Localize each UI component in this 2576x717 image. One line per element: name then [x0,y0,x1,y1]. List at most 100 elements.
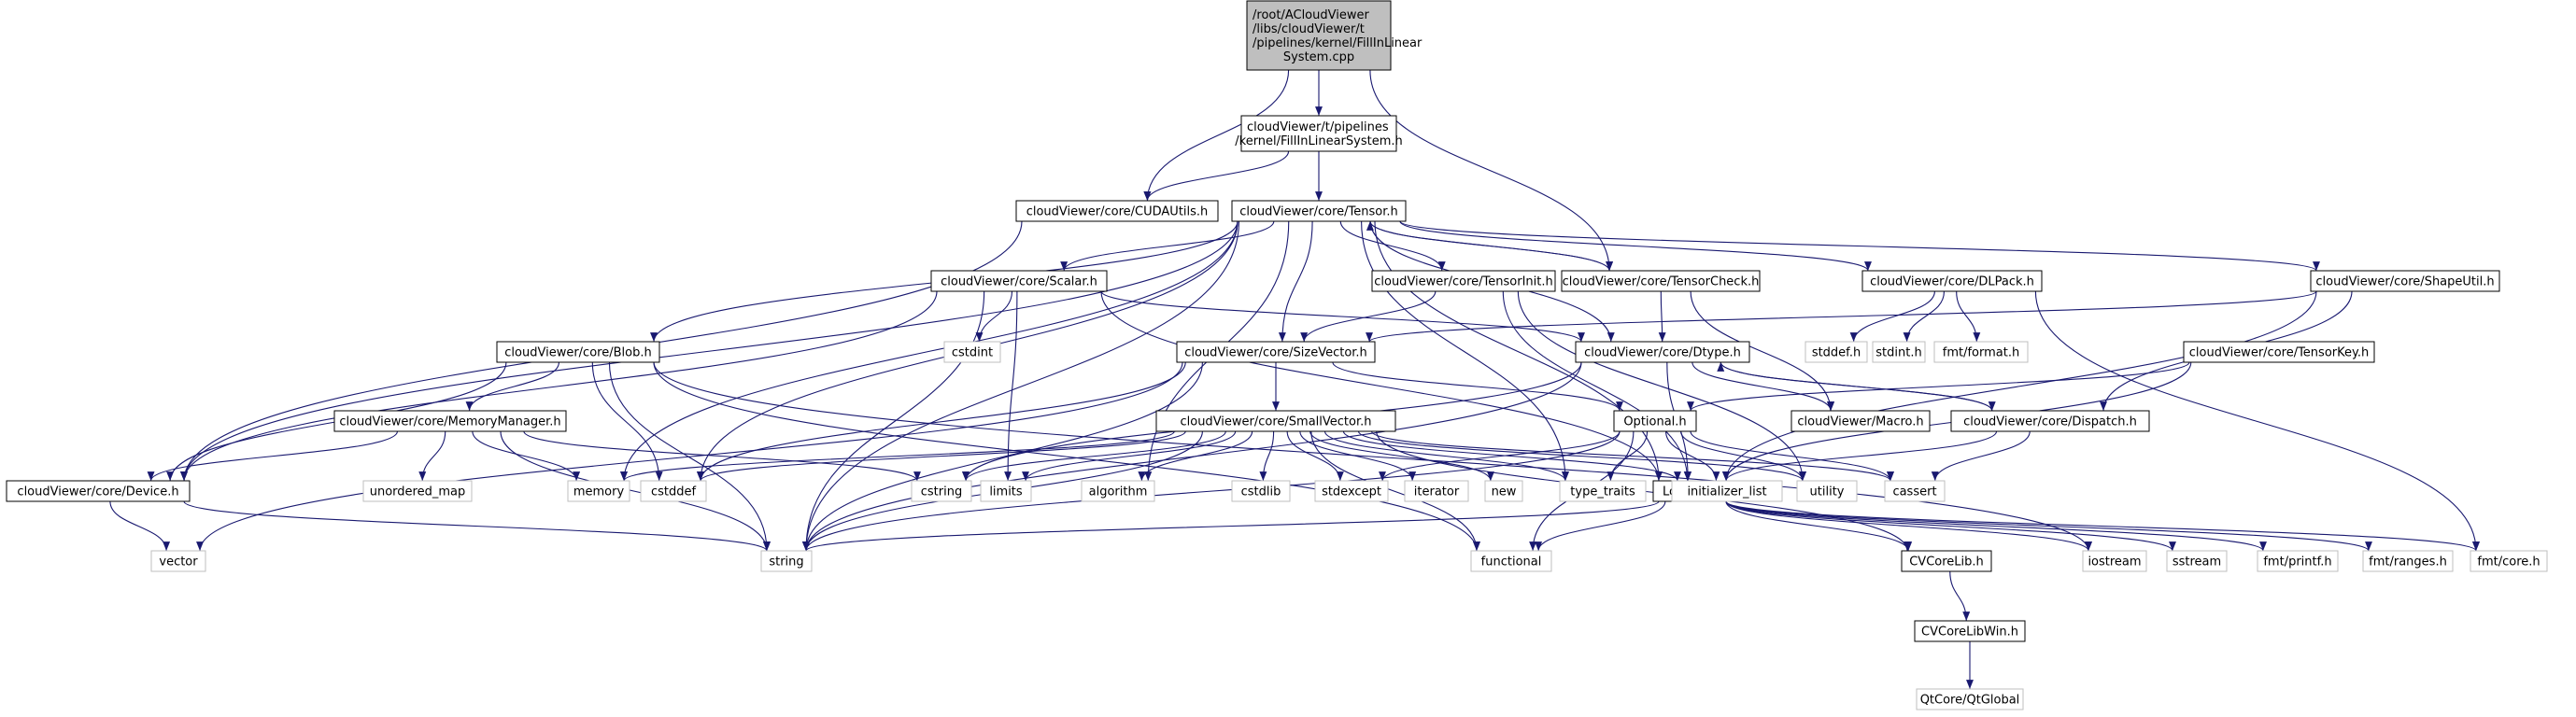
node-box [2082,550,2147,572]
node-cstdlib: cstdlib [1231,480,1291,502]
edge-memmgr-to-memory [472,430,581,482]
node-box [1790,410,1931,432]
node-label: fmt/format.h [1943,346,2019,360]
node-tensor[interactable]: cloudViewer/core/Tensor.h [1231,200,1407,222]
node-label: cloudViewer/Macro.h [1797,415,1923,429]
node-macro[interactable]: cloudViewer/Macro.h [1790,410,1931,432]
node-label: limits [989,485,1023,499]
edge-scalar-to-device [180,290,938,482]
node-stdexcept: stdexcept [1314,480,1389,502]
node-cuda[interactable]: cloudViewer/core/CUDAUtils.h [1015,200,1219,222]
edge-dlpack-to-fmtcore [2034,290,2480,552]
node-box [1916,688,2024,710]
node-box [2470,550,2548,572]
node-functional: functional [1470,550,1552,572]
edge-root-to-cuda [1143,69,1290,202]
node-box [1613,410,1697,432]
node-label: sstream [2173,555,2221,569]
edge-tensor-to-type_traits [1361,220,1569,482]
node-box [496,341,660,363]
node-device[interactable]: cloudViewer/core/Device.h [6,480,191,502]
edge-tensor-to-memory [620,220,1238,482]
node-unordered_map: unordered_map [362,480,473,502]
node-dtype[interactable]: cloudViewer/core/Dtype.h [1575,341,1750,363]
node-box [1861,270,2043,292]
node-scalar[interactable]: cloudViewer/core/Scalar.h [930,270,1108,292]
node-label: string [769,555,803,569]
node-vector: vector [150,550,206,572]
edge-smallvec-to-algorithm [1138,430,1253,482]
node-box [930,270,1108,292]
edge-smallvec-to-type_traits [1323,430,1569,482]
node-box [1671,480,1783,502]
edge-blob-to-memmgr [465,361,559,412]
node-sizevec[interactable]: cloudViewer/core/SizeVector.h [1176,341,1376,363]
edge-smallvec-to-utility [1357,430,1806,482]
node-box [1884,480,1946,502]
node-blob[interactable]: cloudViewer/core/Blob.h [496,341,660,363]
edge-tensor-to-shapeutil [1399,220,2320,272]
node-label: cloudViewer/t/pipelines [1247,120,1389,134]
node-sstream: sstream [2166,550,2228,572]
node-cstddef: cstddef [640,480,707,502]
node-label: cloudViewer/core/DLPack.h [1870,275,2034,289]
node-box [943,341,1001,363]
node-box [1933,341,2029,363]
edge-smallvec-to-cstddef [697,430,1186,482]
edge-dlpack-to-stdint [1903,290,1945,343]
node-label: functional [1481,555,1542,569]
edge-blob-to-functional [653,361,1480,552]
node-cvcorewin[interactable]: CVCoreLibWin.h [1914,620,2026,642]
node-box [760,550,813,572]
edge-tensor-to-scalar [1060,220,1275,272]
node-tkey[interactable]: cloudViewer/core/TensorKey.h [2183,341,2375,363]
node-tinit[interactable]: cloudViewer/core/TensorInit.h [1371,270,1556,292]
node-box [362,480,473,502]
edge-dlpack-to-fmtformat [1956,290,1981,343]
node-box [1404,480,1469,502]
node-dlpack[interactable]: cloudViewer/core/DLPack.h [1861,270,2043,292]
edge-smallvec-to-cassert [1371,430,1894,482]
node-label: cloudViewer/core/SizeVector.h [1184,346,1367,360]
node-tcheck[interactable]: cloudViewer/core/TensorCheck.h [1561,270,1761,292]
edge-logging-to-fmtranges [1725,500,2372,552]
edge-tcheck-to-tensor [1366,220,1610,272]
node-box [1246,0,1392,71]
node-dispatch[interactable]: cloudViewer/core/Dispatch.h [1950,410,2150,432]
node-fils[interactable]: cloudViewer/t/pipelines/kernel/FillInLin… [1235,115,1403,152]
edge-optional-to-cassert [1690,430,1894,482]
edge-dlpack-to-stddef [1849,290,1935,343]
node-box [567,480,630,502]
node-box [1231,480,1291,502]
node-box [1805,341,1868,363]
node-label: vector [159,555,198,569]
node-label: stdint.h [1875,346,1921,360]
node-label: algorithm [1089,485,1148,499]
node-cvcore[interactable]: CVCoreLib.h [1901,550,1992,572]
node-box [6,480,191,502]
edge-shapeutil-to-logging [1722,290,2317,482]
edge-logging-to-cvcore [1725,500,1913,552]
node-root[interactable]: /root/ACloudViewer/libs/cloudViewer/t/pi… [1246,0,1422,71]
edge-tensor-to-logging [1374,220,1663,482]
node-iterator: iterator [1404,480,1469,502]
node-memmgr[interactable]: cloudViewer/core/MemoryManager.h [333,410,567,432]
node-optional[interactable]: Optional.h [1613,410,1697,432]
edge-smallvec-to-cstring [962,430,1226,482]
node-label: cstring [921,485,962,499]
edge-smallvec-to-limits [1022,430,1237,482]
edge-fils-to-cuda [1143,150,1290,202]
node-label: cloudViewer/core/Dispatch.h [1963,415,2137,429]
edge-tensor-to-device [180,220,1238,482]
node-label: cloudViewer/core/TensorKey.h [2189,346,2369,360]
edge-smallvec-to-stdexcept [1286,430,1344,482]
node-box [980,480,1032,502]
edge-optional-to-utility [1680,430,1806,482]
node-smallvec[interactable]: cloudViewer/core/SmallVector.h [1155,410,1396,432]
node-label: /libs/cloudViewer/t [1253,22,1365,36]
edge-optional-to-type_traits [1606,430,1649,482]
node-label: cloudViewer/core/CUDAUtils.h [1026,205,1209,219]
node-shapeutil[interactable]: cloudViewer/core/ShapeUtil.h [2310,270,2500,292]
edge-optional-to-string [802,430,1621,552]
edge-shapeutil-to-sizevec [1366,290,2317,343]
